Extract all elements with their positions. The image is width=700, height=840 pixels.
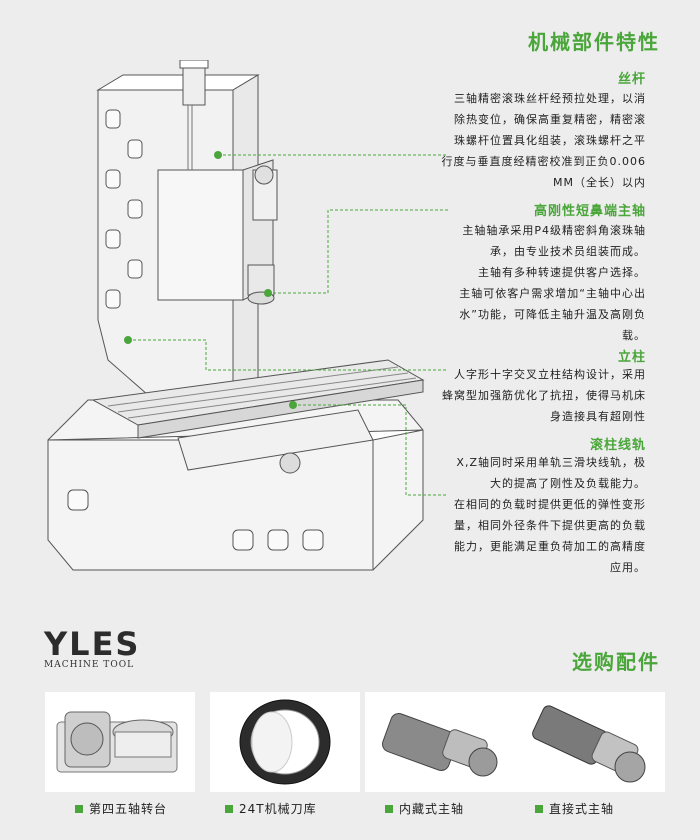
accessory-caption-rotary: 第四五轴转台 [75, 800, 167, 817]
feature-line: 主轴有多种转速提供客户选择。 [478, 266, 646, 279]
feature-body-spindle: 主轴轴承采用P4级精密斜角滚珠轴 承，由专业技术员组装而成。 主轴有多种转速提供… [459, 220, 646, 346]
feature-line: MM（全长）以内 [553, 176, 646, 189]
feature-body-roller-guide: X,Z轴同时采用单轨三滑块线轨，极 大的提高了刚性及负载能力。 在相同的负载时提… [454, 452, 646, 578]
feature-line: X,Z轴同时采用单轨三滑块线轨，极 [456, 456, 646, 469]
feature-line: 载。 [622, 329, 646, 342]
green-square-icon [535, 804, 543, 813]
feature-heading-screw: 丝杆 [617, 72, 646, 87]
builtin-spindle-icon [382, 712, 498, 777]
accessory-card-rotary[interactable] [45, 692, 195, 792]
feature-line: 应用。 [610, 561, 646, 574]
tool-magazine-icon [239, 699, 331, 785]
accessory-caption-magazine: 24T机械刀库 [225, 800, 317, 817]
feature-heading-spindle: 高刚性短鼻端主轴 [533, 204, 646, 219]
accessory-caption-builtin-spindle: 内藏式主轴 [385, 800, 464, 817]
rotary-table-icon [56, 711, 178, 773]
brand-letters: YLES [44, 625, 141, 663]
brand-logo: YLES MACHINE TOOL [44, 628, 164, 678]
feature-heading-column: 立柱 [617, 350, 646, 365]
feature-line: 人字形十字交叉立柱结构设计，采用 [454, 368, 646, 381]
feature-line: 大的提高了刚性及负载能力。 [490, 477, 646, 490]
feature-line: 行度与垂直度经精密校准到正负0.006 [441, 155, 646, 168]
green-square-icon [385, 804, 393, 813]
direct-spindle-icon [532, 705, 646, 783]
accessory-card-direct-spindle[interactable] [515, 692, 665, 792]
accessory-card-magazine[interactable] [210, 692, 360, 792]
green-square-icon [75, 804, 83, 813]
feature-line: 除热变位，确保高重复精密，精密滚 [454, 113, 646, 126]
feature-line: 水”功能，可降低主轴升温及高刚负 [459, 308, 646, 321]
feature-line: 珠螺杆位置具化组装，滚珠螺杆之平 [454, 134, 646, 147]
accessory-card-builtin-spindle[interactable] [365, 692, 515, 792]
accessories-title: 选购配件 [572, 650, 660, 674]
feature-line: 三轴精密滚珠丝杆经预拉处理，以消 [454, 92, 646, 105]
feature-line: 蜂窝型加强筋优化了抗扭，使得马机床 [442, 389, 646, 402]
feature-line: 主轴轴承采用P4级精密斜角滚珠轴 [462, 224, 646, 237]
green-square-icon [225, 804, 233, 813]
feature-body-column: 人字形十字交叉立柱结构设计，采用 蜂窝型加强筋优化了抗扭，使得马机床 身造接具有… [442, 364, 646, 427]
feature-line: 量，相同外径条件下提供更高的负载 [454, 519, 646, 532]
feature-line: 身造接具有超刚性 [550, 410, 646, 423]
feature-line: 在相同的负载时提供更低的弹性变形 [454, 498, 646, 511]
feature-line: 承，由专业技术员组装而成。 [490, 245, 646, 258]
accessory-caption-direct-spindle: 直接式主轴 [535, 800, 614, 817]
feature-body-screw: 三轴精密滚珠丝杆经预拉处理，以消 除热变位，确保高重复精密，精密滚 珠螺杆位置具… [442, 88, 647, 193]
feature-line: 能力，更能满足重负荷加工的高精度 [454, 540, 646, 553]
feature-heading-roller-guide: 滚柱线轨 [589, 438, 646, 453]
page-title: 机械部件特性 [528, 30, 660, 54]
machine-illustration [47, 60, 448, 571]
feature-line: 主轴可依客户需求增加“主轴中心出 [459, 287, 646, 300]
brand-subtitle: MACHINE TOOL [44, 660, 135, 670]
